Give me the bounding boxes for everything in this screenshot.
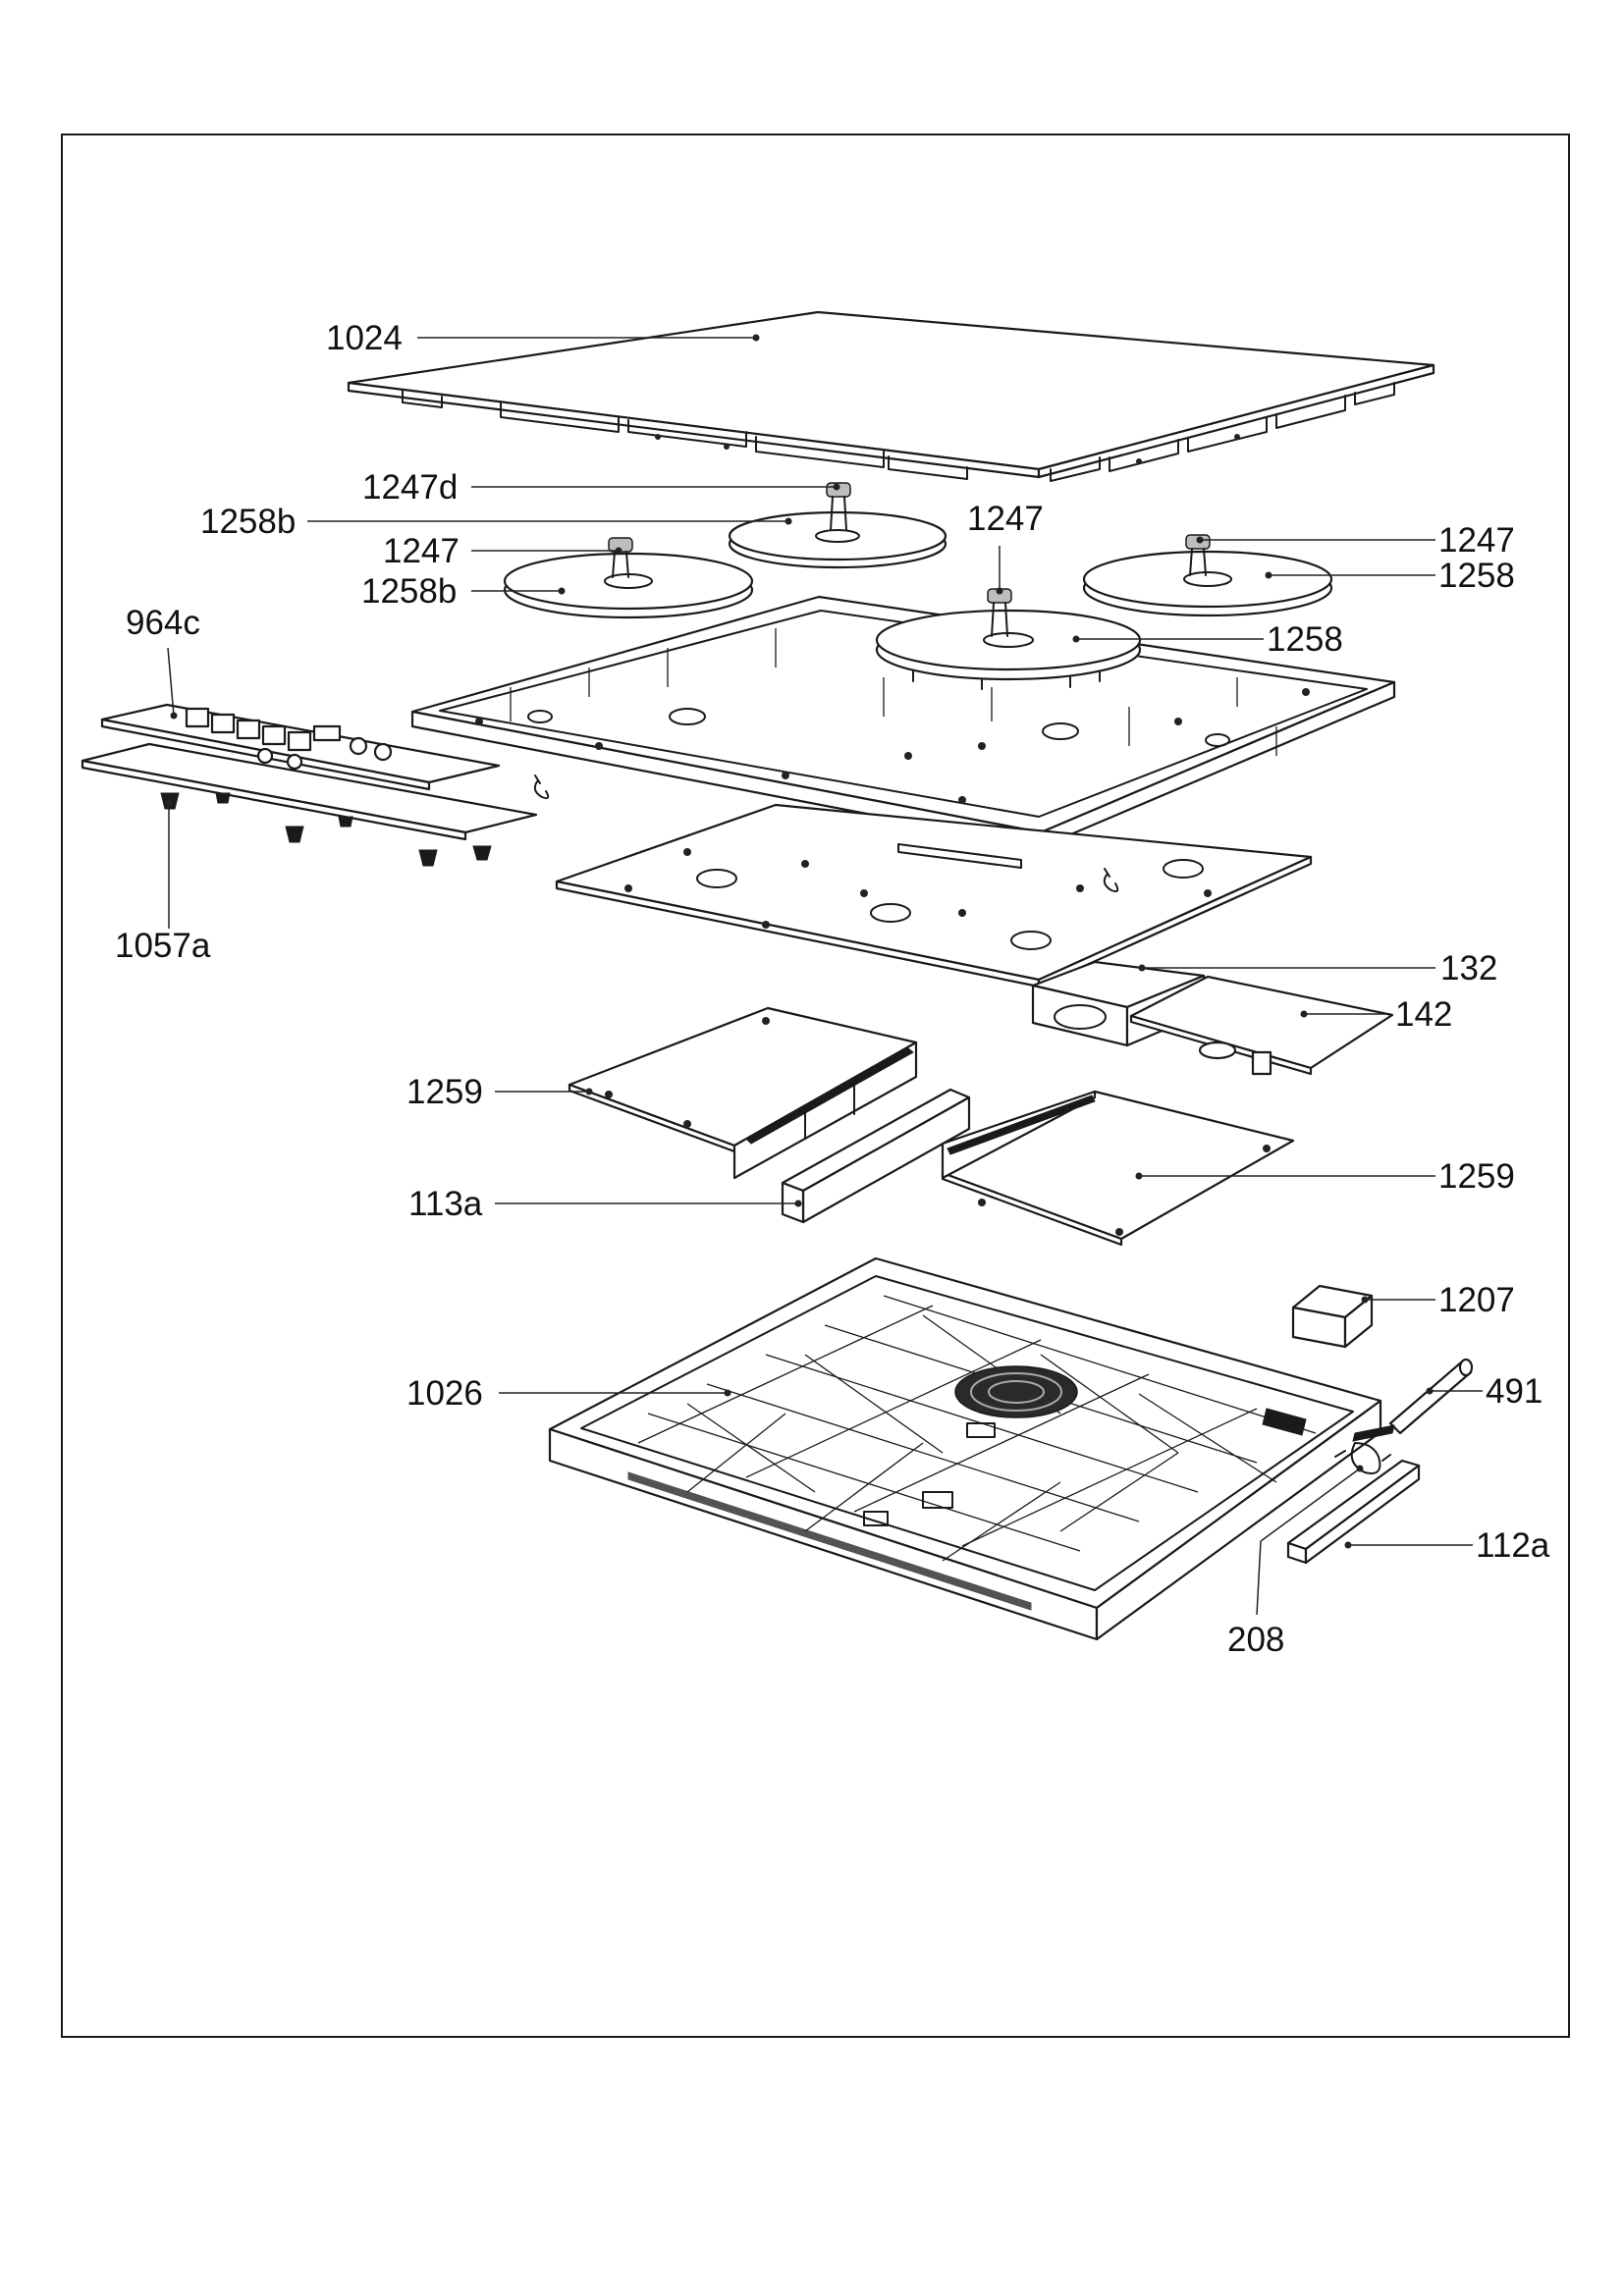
label-1024: 1024: [326, 319, 403, 357]
label-112a: 112a: [1476, 1526, 1550, 1565]
leader-lines: [165, 334, 1483, 1616]
label-1247-center-top: 1247: [967, 500, 1044, 538]
air-channel-113a: [781, 1088, 971, 1224]
label-1259-right: 1259: [1438, 1157, 1515, 1196]
label-1207: 1207: [1438, 1281, 1515, 1319]
label-132: 132: [1440, 949, 1497, 988]
label-1258-center: 1258: [1267, 620, 1343, 659]
label-1247-left: 1247: [383, 532, 460, 570]
cable-clamp-208: [1334, 1442, 1391, 1474]
power-board-1259-right: [941, 1090, 1295, 1247]
cable-clip-left: [533, 774, 550, 800]
part-labels: 1024 1247d 1258b 1247 1247 1258b 1247 12…: [115, 319, 1550, 1659]
label-1258-right: 1258: [1438, 557, 1515, 595]
drawing-frame: [61, 133, 1570, 2038]
label-1258b-rear: 1258b: [200, 503, 296, 541]
board-142: [1129, 975, 1394, 1076]
label-1057a: 1057a: [115, 927, 211, 965]
label-142: 142: [1395, 995, 1452, 1034]
label-1026: 1026: [406, 1374, 483, 1413]
control-board-964c: [100, 703, 501, 791]
power-board-1259-left: [568, 1006, 918, 1180]
cable-bracket-112a: [1286, 1459, 1421, 1565]
bottom-housing-1026: [548, 1256, 1382, 1641]
label-964c: 964c: [126, 604, 200, 642]
label-1247d: 1247d: [362, 468, 458, 507]
inner-frame-tray: [410, 595, 1396, 849]
shield-plate: [555, 803, 1313, 988]
control-panel-plate: [81, 742, 538, 841]
power-cable-491: [1352, 1358, 1474, 1442]
coil-1258b-front-left: [503, 552, 754, 619]
label-1258b-front: 1258b: [361, 572, 457, 611]
coil-1258b-rear-left: [728, 510, 947, 569]
sensor-1247-center: [987, 588, 1012, 637]
terminal-box-1207: [1291, 1284, 1374, 1349]
label-208: 208: [1227, 1621, 1284, 1659]
cable-clip-right: [1103, 868, 1119, 893]
coil-1258-rear-right: [1082, 550, 1333, 617]
glass-top-1024: [347, 310, 1435, 482]
label-491: 491: [1486, 1372, 1543, 1411]
label-1247-right-top: 1247: [1438, 521, 1515, 560]
feet-1057a: [160, 792, 492, 867]
label-113a: 113a: [408, 1185, 483, 1223]
label-1259-left: 1259: [406, 1073, 483, 1111]
coil-1258-front-right: [875, 609, 1142, 690]
